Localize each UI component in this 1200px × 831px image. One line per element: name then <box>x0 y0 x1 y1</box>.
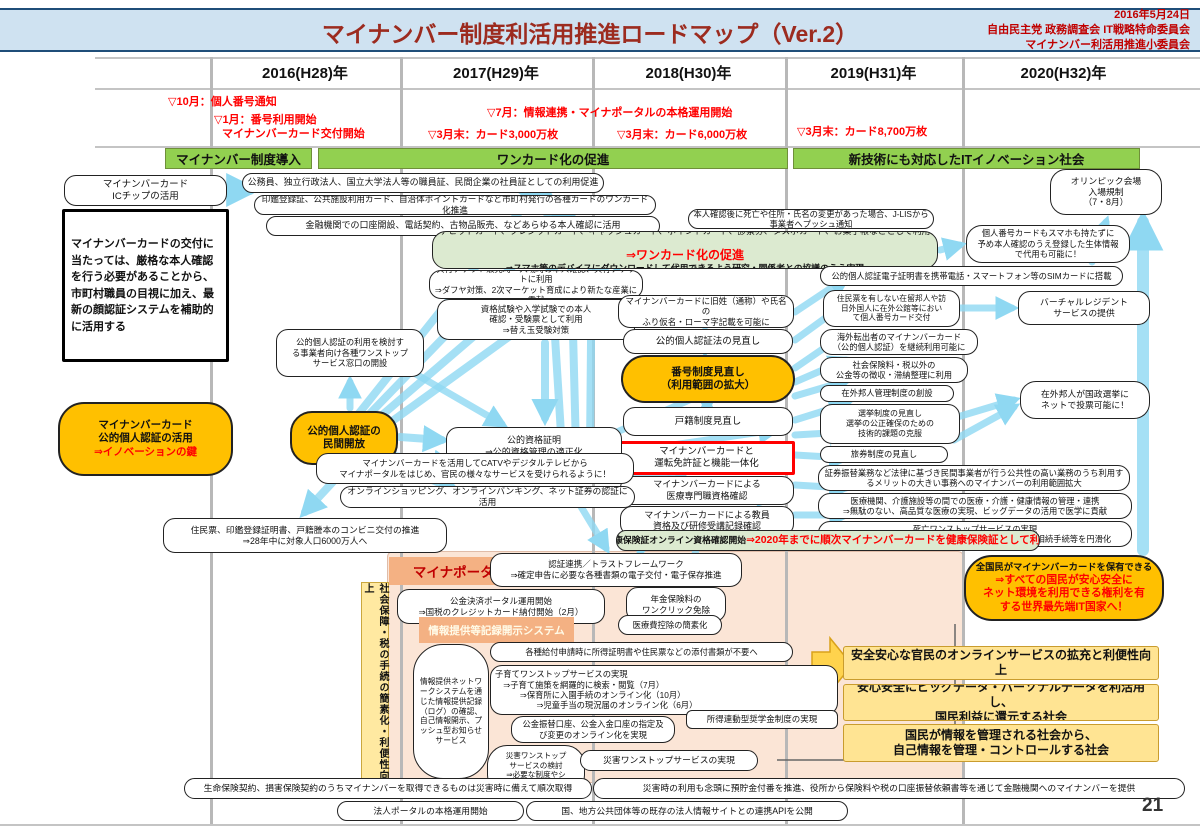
card-insurance-contracts: 生命保険契約、損害保険契約のうちマイナンバーを取得できるものは災害時に備えて順次… <box>184 778 592 799</box>
year-2020: 2020(H32)年 <box>1020 65 1107 82</box>
card-deposit-account-number: 災害時の利用も念頭に預貯金付番を推進、役所から保険料や税の口座振替依頼書等を通じ… <box>593 778 1185 799</box>
card-event-ticket: 興行チケット販売時・入場時の本人確認、興行チケットに利用 ⇒ダフヤ対策、2次マー… <box>429 270 643 299</box>
card-securities-scope: 証券振替業務など法律に基づき民間事業者が行う公共性の高い業務のうち利用するメリッ… <box>818 465 1130 491</box>
year-2018: 2018(H30)年 <box>645 65 732 82</box>
page-number: 21 <box>1142 795 1164 816</box>
grid-line-top <box>95 57 1200 59</box>
goal-bigdata-society: 安心安全にビッグデータ・パーソナルデータを利活用し、 国民利益に還元する社会 <box>843 684 1159 721</box>
grid-line-bottom <box>0 824 1200 826</box>
card-info-network-log: 情報提供ネットワークシステムを通じた情報提供記録（ログ）の確認、自己情報開示、プ… <box>413 644 489 779</box>
card-municipal-cards: 印鑑登録証、公共施設利用カード、自治体ポイントカードなど市町村発行の各種カードの… <box>254 195 656 215</box>
card-income-linked-scholarship: 所得連動型奨学金制度の実現 <box>686 710 838 729</box>
year-2017: 2017(H29)年 <box>453 65 539 82</box>
jpki-use-line3: ⇒イノベーションの鍵 <box>93 445 198 458</box>
card-trust-framework: 認証連携／トラストフレームワーク ⇒確定申告に必要な各種書類の電子交付・電子保存… <box>490 553 742 587</box>
card-one-card-promotion: デビッドカード、クレジットカード、キャッシュカード、ポイントカード、診察券、タス… <box>432 231 938 269</box>
national-goal-line2: ⇒すべての国民が安心安全に ネット環境を利用できる権利を有 する世界最先端IT国… <box>983 573 1145 613</box>
card-disaster-onestop-realization: 災害ワンストップサービスの実現 <box>580 750 758 771</box>
card-jpki-use: マイナンバーカード 公的個人認証の活用 ⇒イノベーションの鍵 <box>58 402 233 476</box>
card-onestop-window: 公的個人認証の利用を検討す る事業者向け各種ワンストップ サービス窓口の開設 <box>276 329 424 377</box>
card-overseas-continued-use: 海外転出者のマイナンバーカード （公的個人認証）を継続利用可能に <box>820 329 978 355</box>
card-account-online: 公金振替口座、公金入金口座の指定及 び変更のオンライン化を実現 <box>511 716 675 743</box>
header-credits: 2016年5月24日 自由民主党 政務調査会 IT戦略特命委員会 マイナンバー利… <box>987 8 1190 53</box>
card-virtual-resident: バーチャルレジデント サービスの提供 <box>1018 291 1150 325</box>
health-bar-red: ⇒2020年までに順次マイナンバーカードを健康保険証として利用 <box>746 533 1040 546</box>
phase-it-innovation: 新技術にも対応したITイノベーション社会 <box>793 148 1140 169</box>
goal-online-services: 安全安心な官民のオンラインサービスの拡充と利便性向上 <box>843 646 1159 680</box>
grid-line-milestones <box>95 146 1200 148</box>
card-employee-id: 公務員、独立行政法人、国立大学法人等の職員証、民間企業の社員証としての利用促進 <box>242 173 604 193</box>
header-date: 2016年5月24日 <box>1114 9 1190 21</box>
goal-self-information-control: 国民が情報を管理される社会から、 自己情報を管理・コントロールする社会 <box>843 724 1159 762</box>
card-maiden-name: マイナンバーカードに旧姓（通称）や氏名の ふり仮名・ローマ字記載を可能に <box>618 295 794 328</box>
one-card-line1: デビッドカード、クレジットカード、キャッシュカード、ポイントカード、診察券、タス… <box>440 232 931 237</box>
card-overseas-issuance: 住民票を有しない在留邦人や訪 日外国人に在外公館等におい て個人番号カード交付 <box>823 290 960 327</box>
card-konbini-issuance: 住民票、印鑑登録証明書、戸籍謄本のコンビニ交付の推進 ⇒28年中に対象人口600… <box>163 518 447 553</box>
card-online-shopping-auth: オンラインショッピング、オンラインバンキング、ネット証券の認証に活用 <box>340 486 635 508</box>
header-org-line2: マイナンバー利活用推進小委員会 <box>1025 38 1190 51</box>
card-olympic-entry: オリンピック会場 入場規制 （7・8月） <box>1050 169 1162 215</box>
card-drivers-license-integration: マイナンバーカードと 運転免許証と機能一体化 <box>618 441 795 475</box>
card-medical-qualification: マイナンバーカードによる 医療専門職資格確認 <box>620 476 794 505</box>
card-corporate-api: 国、地方公共団体等の既存の法人情報サイトとの連携APIを公開 <box>526 801 848 821</box>
card-jpki-law-review: 公的個人認証法の見直し <box>623 329 793 354</box>
milestone-cards-3000: ▽3月末：カード3,000万枚 <box>428 129 559 141</box>
card-national-goal: 全国民がマイナンバーカードを保有できる ⇒すべての国民が安心安全に ネット環境を… <box>964 555 1164 621</box>
card-medical-info-link: 医療機関、介護施設等の間での医療・介護・健康情報の管理・連携 ⇒無駄のない、高品… <box>818 493 1132 519</box>
page-title: マイナンバー制度利活用推進ロードマップ（Ver.2） <box>321 21 859 47</box>
card-childcare-onestop: 子育てワンストップサービスの実現 ⇒子育て施策を網羅的に検索・閲覧（7月） ⇒保… <box>490 665 838 715</box>
header-org-line1: 自由民主党 政務調査会 IT戦略特命委員会 <box>987 23 1190 36</box>
label-records-disclosure-system: 情報提供等記録開示システム <box>419 617 574 643</box>
card-public-money-collection: 社会保険料・税以外の 公金等の徴収・滞納整理に利用 <box>820 357 968 383</box>
bar-health-insurance-card: 健康保険証オンライン資格確認開始 ⇒2020年までに順次マイナンバーカードを健康… <box>616 530 1040 551</box>
year-2016: 2016(H28)年 <box>262 65 348 82</box>
card-election-review: 選挙制度の見直し 選挙の公正確保のための 技術的課題の克服 <box>820 404 960 444</box>
note-face-recognition: マイナンバーカードの交付に当たっては、厳格な本人確認を行う必要があることから、市… <box>62 209 229 362</box>
card-medical-deduction: 医療費控除の簡素化 <box>618 615 722 635</box>
card-sim-certificate: 公的個人認証電子証明書を携帯電話・スマートフォン等のSIMカードに搭載 <box>820 266 1123 286</box>
label-social-security-tax: 社会保障・税の手続の簡素化・利便性向上 <box>361 582 389 784</box>
card-jlis-push: 本人確認後に死亡や住所・氏名の変更があった場合、J-LISから事業者へプッシュ通… <box>688 209 934 229</box>
card-overseas-registry: 在外邦人管理制度の創設 <box>820 385 954 402</box>
milestone-card-issue-start: マイナンバーカード交付開始 <box>222 128 365 140</box>
one-card-line2-black: ⇒スマホ等のデバイスにダウンロードして代用できるよう研究・関係者との協議のうえ実… <box>505 263 865 269</box>
card-passport-review: 旅券制度の見直し <box>820 446 948 463</box>
phase-introduction: マイナンバー制度導入 <box>165 148 312 169</box>
card-catv-services: マイナンバーカードを活用してCATVやデジタルテレビから マイナポータルをはじめ… <box>316 453 634 484</box>
one-card-line2-red: ⇒ワンカード化の促進 <box>625 248 745 262</box>
milestone-portal-launch: ▽7月：情報連携・マイナポータルの本格運用開始 <box>487 107 733 119</box>
health-bar-black: 健康保険証オンライン資格確認開始 <box>616 535 747 545</box>
card-no-attachments: 各種給付申請時に所得証明書や住民票などの添付書類が不要へ <box>490 642 793 662</box>
grid-line-years <box>95 88 1200 90</box>
card-exam-id: 資格試験や入学試験での本人 確認・受験票として利用 ⇒替え玉受験対策 <box>437 299 635 340</box>
card-corporate-portal: 法人ポータルの本格運用開始 <box>337 801 524 821</box>
phase-one-card: ワンカード化の促進 <box>318 148 788 169</box>
column-divider-2019 <box>785 57 788 824</box>
card-biometric-substitute: 個人番号カードもスマホも持たずに 予め本人確認のうえ登録した生体情報 で代用も可… <box>966 225 1130 263</box>
year-2019: 2019(H31)年 <box>830 65 917 82</box>
milestone-number-notice: ▽10月：個人番号通知 <box>168 96 277 108</box>
jpki-use-line2: 公的個人認証の活用 <box>98 432 193 445</box>
card-overseas-net-voting: 在外邦人が国政選挙に ネットで投票可能に！ <box>1020 381 1150 419</box>
milestone-cards-6000: ▽3月末：カード6,000万枚 <box>617 129 748 141</box>
national-goal-line1: 全国民がマイナンバーカードを保有できる <box>975 561 1153 572</box>
jpki-use-line1: マイナンバーカード <box>98 419 193 432</box>
card-family-register-review: 戸籍制度見直し <box>623 407 793 436</box>
card-number-system-review: 番号制度見直し （利用範囲の拡大） <box>621 355 795 403</box>
card-ic-chip: マイナンバーカード ICチップの活用 <box>64 175 227 206</box>
milestone-use-start: ▽1月：番号利用開始 <box>214 114 317 126</box>
milestone-cards-8700: ▽3月末：カード8,700万枚 <box>797 126 928 138</box>
title-band <box>0 8 1200 52</box>
